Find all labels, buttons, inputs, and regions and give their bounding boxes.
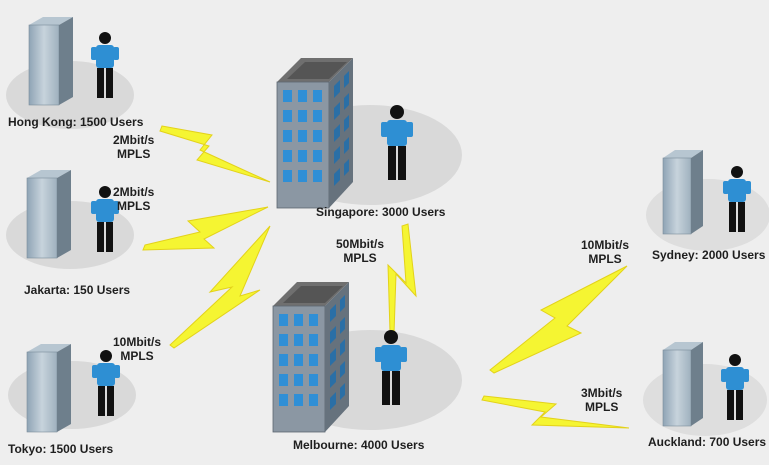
site-label-sydney: Sydney: 2000 Users [652,248,766,262]
link-label-melbourne-sydney: 10Mbit/s MPLS [581,238,629,266]
site-label-melbourne: Melbourne: 4000 Users [293,438,425,452]
link-speed: 50Mbit/s [336,237,385,251]
site-label-singapore: Singapore: 3000 Users [316,205,446,219]
link-label-hongkong-singapore: 2Mbit/s MPLS [113,133,154,161]
link-type: MPLS [585,400,619,414]
site-label-tokyo: Tokyo: 1500 Users [8,442,114,456]
link-bolt-jakarta-singapore [142,206,269,251]
link-speed: 2Mbit/s [113,185,155,199]
jakarta-server-icon [26,170,71,259]
site-label-jakarta: Jakarta: 150 Users [24,283,131,297]
sydney-server-icon [662,150,703,235]
melbourne-user-icon [375,330,407,405]
hongkong-server-icon [28,17,73,106]
jakarta-user-icon [91,186,119,252]
site-label-hongkong: Hong Kong: 1500 Users [8,115,144,129]
singapore-user-icon [381,105,413,180]
link-speed: 10Mbit/s [113,335,162,349]
auckland-user-icon [721,354,749,420]
site-label-auckland: Auckland: 700 Users [648,435,767,449]
link-bolt-tokyo-singapore [169,225,271,349]
link-type: MPLS [588,252,622,266]
link-bolt-melbourne-auckland [481,395,630,429]
link-label-melbourne-auckland: 3Mbit/s MPLS [581,386,622,414]
sydney-user-icon [723,166,751,232]
hongkong-user-icon [91,32,119,98]
link-type: MPLS [120,349,154,363]
link-type: MPLS [343,251,377,265]
auckland-server-icon [662,342,703,427]
link-label-singapore-melbourne: 50Mbit/s MPLS [336,237,384,265]
link-label-tokyo-singapore: 10Mbit/s MPLS [113,335,161,363]
link-type: MPLS [117,199,151,213]
tokyo-user-icon [92,350,120,416]
link-bolt-hongkong-singapore [159,125,271,183]
link-bolt-melbourne-sydney [489,265,628,374]
link-speed: 3Mbit/s [581,386,623,400]
tokyo-server-icon [26,344,71,433]
link-label-jakarta-singapore: 2Mbit/s MPLS [113,185,154,213]
singapore-building-icon [276,58,353,209]
link-bolt-singapore-melbourne [387,223,417,335]
link-speed: 2Mbit/s [113,133,155,147]
link-type: MPLS [117,147,151,161]
link-speed: 10Mbit/s [581,238,630,252]
melbourne-building-icon [272,282,349,433]
